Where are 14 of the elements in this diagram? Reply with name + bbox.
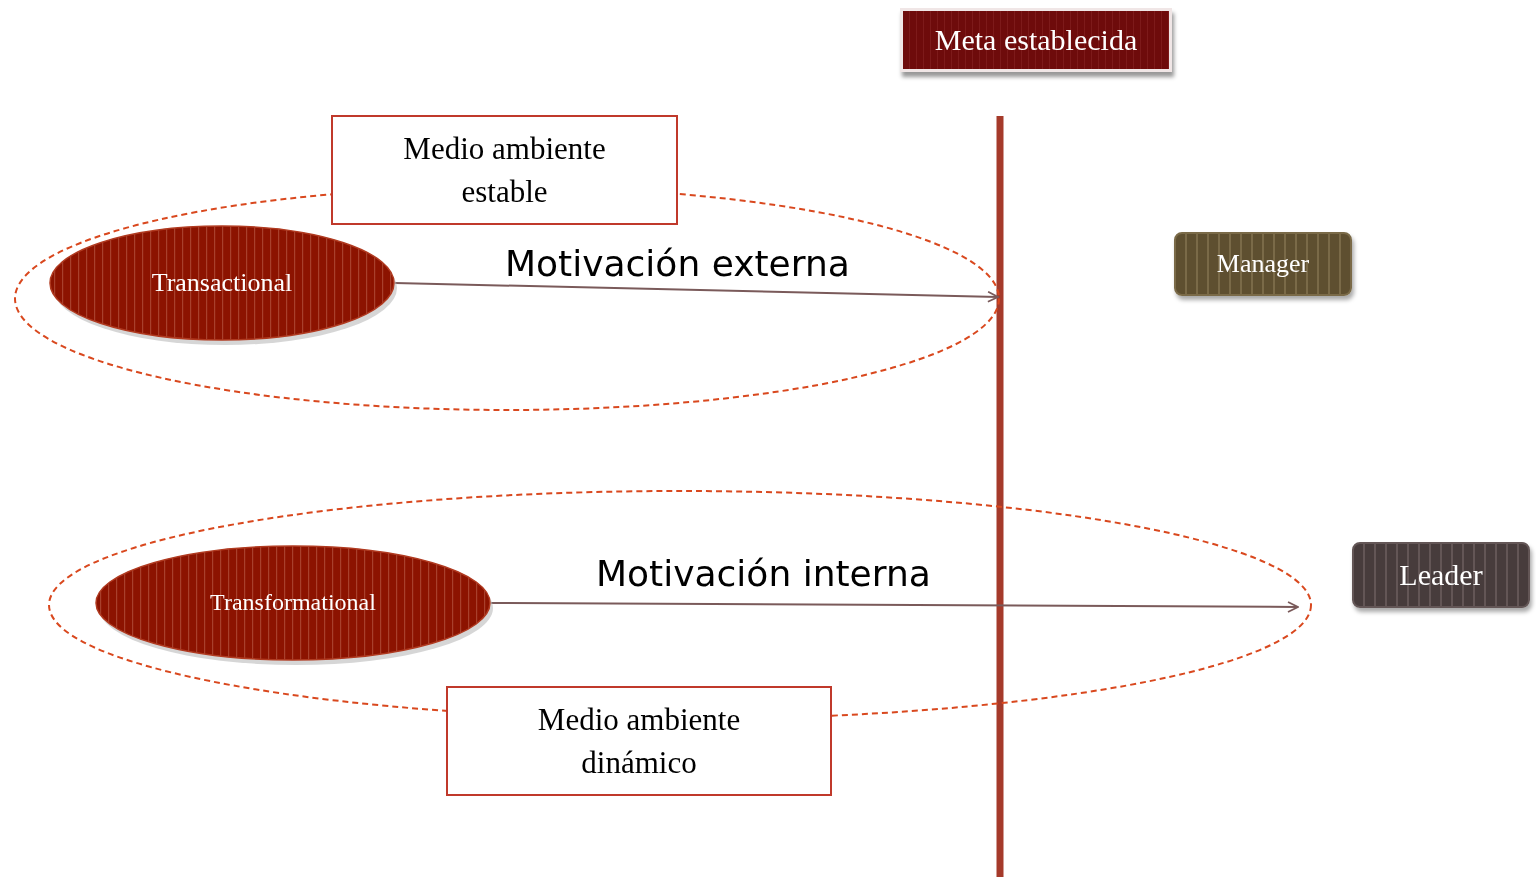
environment-label: Medio ambiente estable <box>402 129 607 211</box>
role-tag <box>1352 542 1530 608</box>
goal-title: Meta establecida <box>934 22 1138 58</box>
text-box <box>331 115 678 225</box>
text-box <box>446 686 832 796</box>
style-label: Leader <box>1399 557 1483 593</box>
goal-banner <box>900 8 1172 72</box>
arrow <box>490 601 1299 613</box>
style-label: Transformational <box>210 588 376 618</box>
style-label: Manager <box>1216 247 1310 280</box>
style-label: Transactional <box>151 266 293 299</box>
role-tag <box>1174 232 1352 296</box>
environment-label: Medio ambiente dinámico <box>536 700 742 782</box>
arrow <box>394 282 999 303</box>
